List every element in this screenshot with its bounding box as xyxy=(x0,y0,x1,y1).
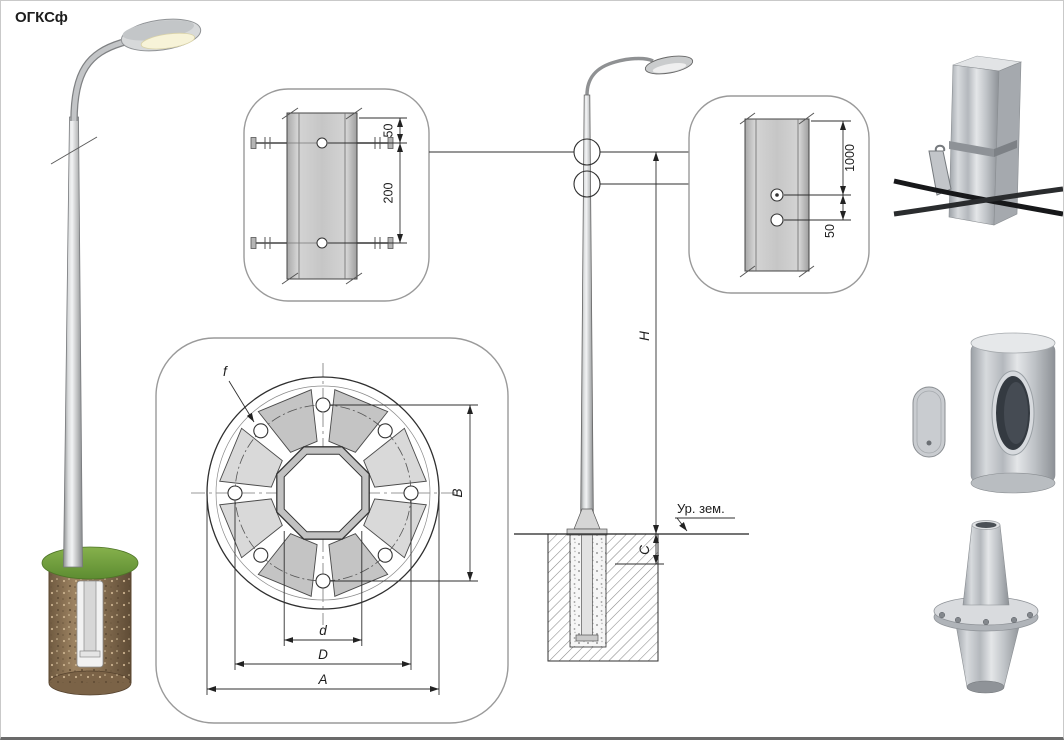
render-access-door xyxy=(912,332,1056,494)
break-mark xyxy=(739,265,756,278)
render-pole-top-clamp xyxy=(893,55,1063,226)
clamp-loop xyxy=(934,144,946,152)
elevation-lamp-head xyxy=(644,55,694,75)
bolt-hole xyxy=(315,573,331,589)
pole-elevation: Ур. зем. H C xyxy=(429,55,749,662)
break-mark xyxy=(345,107,363,120)
elevation-pole-shaft xyxy=(580,94,594,535)
flange-bolt xyxy=(954,616,962,624)
break-mark xyxy=(798,265,815,278)
cable-1 xyxy=(893,178,1063,217)
flange-bolt xyxy=(982,618,990,626)
callout-top-right: 1000 50 xyxy=(688,95,870,294)
bolt-hole xyxy=(377,547,393,563)
wedge-clamp xyxy=(928,150,952,196)
embedded-pole-butt xyxy=(83,580,97,652)
gusset-plate xyxy=(363,427,427,488)
ground-leader xyxy=(676,517,688,532)
bolt-hole xyxy=(315,397,331,413)
bolt-hole xyxy=(403,485,419,501)
flange-detail: f B d D A xyxy=(155,337,509,724)
bolt-hole xyxy=(316,137,328,149)
render-flange-base xyxy=(933,520,1039,694)
dim-label-C: C xyxy=(637,545,652,555)
break-slash xyxy=(50,136,98,165)
dim-label-50: 50 xyxy=(823,224,837,238)
dim-label-1000: 1000 xyxy=(843,144,857,172)
break-mark xyxy=(281,107,299,120)
dim-label-f: f xyxy=(223,364,228,379)
bolt-hole xyxy=(227,485,243,501)
band-clamp xyxy=(949,141,994,157)
pole-shaft xyxy=(63,116,83,568)
dim-label-50: 50 xyxy=(382,124,396,138)
lamp-lens xyxy=(140,32,196,50)
detail-mark-circle xyxy=(573,170,601,198)
flange-bolt xyxy=(1026,611,1034,619)
bolt-hole xyxy=(377,423,393,439)
base-shaft xyxy=(962,524,1010,606)
dim-label-d: d xyxy=(319,623,327,638)
dim-label-B: B xyxy=(450,488,465,497)
bolt-hole xyxy=(770,213,784,227)
pole-top-face xyxy=(970,332,1056,354)
bolt-head xyxy=(250,237,257,249)
pole-photo-3d xyxy=(41,18,202,696)
detail-mark-circle xyxy=(573,138,601,166)
gusset-plate xyxy=(219,427,283,488)
door-screw xyxy=(926,440,932,446)
break-mark xyxy=(345,272,363,285)
embedded-base-plate xyxy=(79,650,101,658)
grass-base xyxy=(41,546,139,580)
flange-bolt xyxy=(938,611,946,619)
embedded-pole xyxy=(581,533,593,638)
lamp-head xyxy=(120,18,202,52)
break-mark xyxy=(281,272,299,285)
break-mark xyxy=(739,112,756,125)
embedded-plate xyxy=(575,634,599,642)
gusset-plate xyxy=(257,533,318,597)
bolt-hole xyxy=(253,423,269,439)
page-title: ОГКСф xyxy=(15,9,68,26)
dim-label-200: 200 xyxy=(382,183,396,204)
ground-label: Ур. зем. xyxy=(677,501,725,516)
break-mark xyxy=(798,112,815,125)
door-cover xyxy=(912,386,946,458)
leader-f xyxy=(228,380,255,423)
callout-top-left: 50 200 xyxy=(243,88,430,302)
gusset-plate xyxy=(257,389,318,453)
pole-base-cone xyxy=(573,508,601,530)
dim-label-H: H xyxy=(637,331,652,341)
dim-label-A: A xyxy=(317,672,327,687)
base-flange-plate xyxy=(566,528,608,536)
cable-2 xyxy=(893,186,1063,217)
dim-label-D: D xyxy=(318,647,328,662)
flange-bolt xyxy=(1010,616,1018,624)
elevation-arm xyxy=(585,56,654,96)
bolt-hole xyxy=(316,237,328,249)
column-side-face xyxy=(993,61,1022,226)
pole-octagon-inner xyxy=(283,453,363,533)
bolt-head xyxy=(250,137,257,149)
bolt-hole xyxy=(253,547,269,563)
